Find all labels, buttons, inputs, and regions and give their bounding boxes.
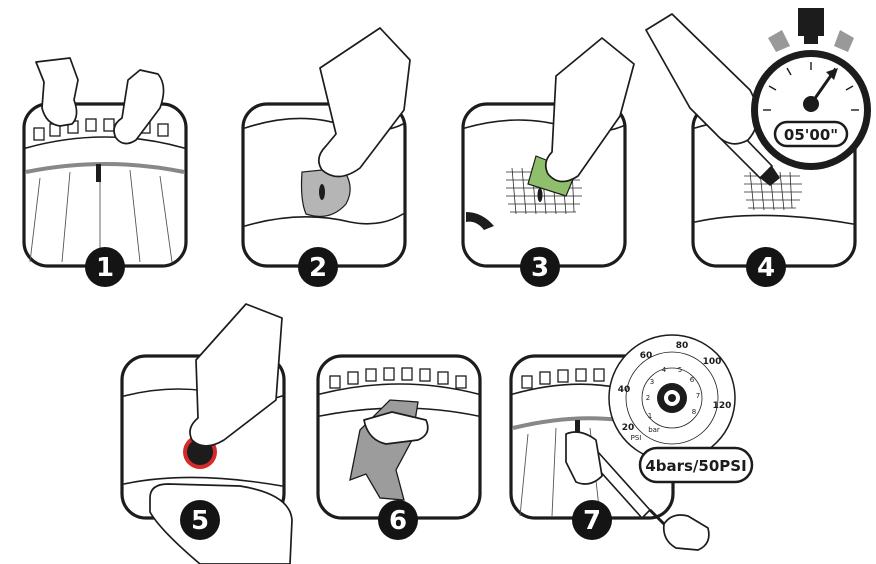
hand-rubbing bbox=[544, 37, 635, 183]
tyre-tread bbox=[319, 367, 479, 395]
right-hand bbox=[113, 69, 165, 145]
gauge-inner-label: 3 bbox=[650, 378, 654, 386]
step-4-panel: 05'00" 4 bbox=[645, 8, 871, 287]
step-1-panel: 1 bbox=[22, 57, 188, 287]
timer-text: 05'00" bbox=[784, 126, 838, 144]
step-badge bbox=[520, 247, 560, 287]
gauge-tick-label: 20 bbox=[622, 423, 635, 433]
sanding-area bbox=[300, 167, 351, 217]
wheel-rim bbox=[25, 162, 185, 174]
step-2-panel: 2 bbox=[241, 27, 411, 287]
step-6-panel: 6 bbox=[316, 354, 482, 540]
step-7-panel: 20 40 60 80 100 120 1 2 3 4 5 6 7 8 PSI … bbox=[509, 334, 754, 551]
step-badge bbox=[746, 247, 786, 287]
step-3-panel: 3 bbox=[461, 37, 635, 287]
pressure-label-box bbox=[638, 446, 754, 484]
valve bbox=[96, 164, 101, 182]
gauge-tick-label: 120 bbox=[713, 401, 732, 411]
gauge-tick-label: 100 bbox=[703, 357, 722, 367]
left-hand bbox=[35, 57, 79, 127]
step-number: 7 bbox=[583, 506, 601, 536]
hand-pumping bbox=[662, 514, 710, 551]
puncture-hole bbox=[319, 184, 325, 200]
step-badge bbox=[180, 500, 220, 540]
stopwatch: 05'00" bbox=[751, 8, 871, 170]
step-badge bbox=[572, 500, 612, 540]
tyre-tread bbox=[512, 368, 621, 395]
hand-holding-tube bbox=[149, 483, 293, 564]
step-number: 3 bbox=[531, 253, 549, 283]
gauge-inner-label: 4 bbox=[662, 366, 667, 374]
step-number: 1 bbox=[96, 253, 114, 283]
step-number: 4 bbox=[757, 253, 775, 283]
timer-display bbox=[773, 120, 849, 148]
gauge-inner-label: 2 bbox=[646, 394, 650, 402]
glue-nozzle bbox=[760, 166, 780, 186]
step-number: 2 bbox=[309, 253, 327, 283]
tube-edge bbox=[466, 212, 494, 230]
gauge-inner-label: 5 bbox=[678, 366, 682, 374]
hand-pressing-patch bbox=[189, 303, 283, 447]
gauge-unit-bar: bar bbox=[648, 426, 660, 434]
step-badge bbox=[378, 500, 418, 540]
hand-sanding bbox=[317, 27, 411, 178]
gauge-unit-psi: PSI bbox=[631, 434, 642, 442]
pressure-gauge: 20 40 60 80 100 120 1 2 3 4 5 6 7 8 PSI … bbox=[608, 334, 736, 462]
step-number: 5 bbox=[191, 506, 209, 536]
gauge-inner-label: 1 bbox=[648, 412, 652, 420]
hand-holding-valve bbox=[565, 431, 603, 485]
step-badge bbox=[85, 247, 125, 287]
gauge-tick-label: 60 bbox=[640, 351, 653, 361]
wheel-rim bbox=[512, 416, 621, 430]
valve bbox=[575, 420, 580, 438]
step-badge bbox=[298, 247, 338, 287]
step-number: 6 bbox=[389, 506, 407, 536]
hand-wiping bbox=[363, 411, 429, 445]
gauge-tick-label: 80 bbox=[676, 341, 689, 351]
stopwatch-crown bbox=[798, 8, 824, 36]
gauge-inner-label: 7 bbox=[696, 392, 700, 400]
gauge-inner-label: 8 bbox=[692, 408, 696, 416]
pressure-label: 4bars/50PSI bbox=[645, 457, 746, 475]
step-5-panel: 5 bbox=[120, 303, 293, 564]
gauge-inner-label: 6 bbox=[690, 376, 695, 384]
puncture-hole bbox=[537, 188, 543, 202]
gauge-tick-label: 40 bbox=[618, 385, 631, 395]
